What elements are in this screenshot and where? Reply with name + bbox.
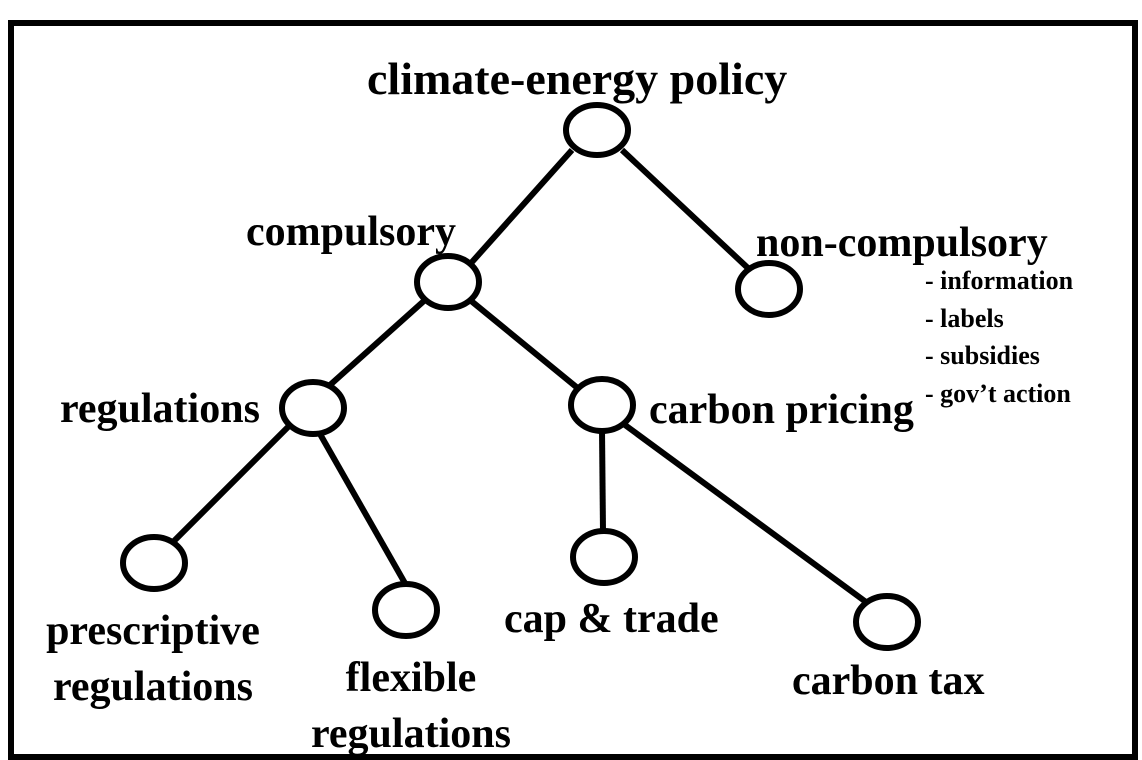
node-non-compulsory [735, 260, 803, 318]
non-compulsory-item: - information [925, 266, 1074, 295]
node-root [563, 102, 631, 158]
compulsory-label: compulsory [246, 209, 456, 255]
node-flexible [372, 581, 440, 639]
edge-root-noncompulsory [619, 147, 753, 273]
node-regulations [279, 379, 347, 437]
non-compulsory-items: - information - labels - subsidies - gov… [925, 262, 1073, 412]
prescriptive-regulations-label: prescriptive regulations [33, 603, 273, 715]
non-compulsory-item: - labels [925, 303, 1004, 333]
node-cap-trade [570, 528, 638, 586]
edge-compulsory-regulations [327, 297, 428, 388]
non-compulsory-item: - subsidies [925, 341, 1040, 370]
flexible-regulations-label: flexible regulations [298, 650, 524, 760]
non-compulsory-item: - gov’t action [925, 378, 1071, 408]
edge-regulations-flexible [317, 432, 409, 587]
edge-compulsory-carbonpricing [468, 297, 582, 393]
edge-regulations-prescriptive [169, 420, 295, 546]
regulations-label: regulations [60, 386, 260, 432]
flexible-line-1: flexible [345, 655, 477, 701]
cap-and-trade-label: cap & trade [504, 596, 719, 642]
node-prescriptive [120, 534, 188, 592]
edge-carbonpricing-captrade [599, 429, 606, 533]
carbon-pricing-label: carbon pricing [649, 387, 914, 433]
node-carbon-tax [853, 593, 921, 651]
root-label: climate-energy policy [367, 53, 788, 104]
prescriptive-line-2: regulations [53, 664, 253, 710]
carbon-tax-label: carbon tax [792, 658, 985, 704]
node-compulsory [414, 253, 482, 311]
prescriptive-line-1: prescriptive [46, 608, 260, 654]
diagram-border [8, 20, 1138, 760]
node-carbon-pricing [568, 376, 636, 434]
flexible-line-2: regulations [311, 711, 511, 757]
edge-root-compulsory [469, 148, 575, 264]
non-compulsory-label: non-compulsory [756, 220, 1048, 266]
edge-carbonpricing-carbontax [623, 422, 868, 605]
